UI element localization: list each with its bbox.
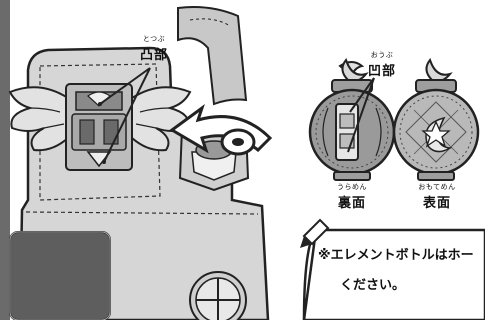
front-label: おもてめん 表面	[414, 182, 460, 211]
concave-pointer	[349, 77, 375, 113]
device-screen	[9, 231, 111, 320]
back-ruby: うらめん	[337, 183, 367, 191]
front-ruby: おもてめん	[418, 183, 456, 191]
convex-ruby: とつぶ	[142, 35, 166, 43]
convex-pointer	[103, 67, 151, 163]
concave-label: おうぶ 凹部	[362, 50, 402, 79]
bottle-front	[392, 57, 480, 181]
note-line-1: ※エレメントボトルはホー	[318, 248, 474, 263]
left-frame-strip	[0, 0, 10, 320]
note: ※エレメントボトルはホー ください。	[304, 222, 485, 320]
pencil-icon	[300, 218, 330, 248]
note-line-2: ください。	[340, 278, 406, 293]
concave-ruby: おうぶ	[370, 51, 394, 59]
convex-label: とつぶ 凸部	[134, 34, 174, 63]
rotate-arrow-icon	[169, 104, 273, 156]
concave-pointer	[347, 77, 375, 153]
convex-pointer	[99, 67, 151, 105]
device-mechanism	[65, 83, 133, 171]
concave-text: 凹部	[367, 64, 396, 79]
device-strap	[177, 6, 248, 106]
back-text: 裏面	[337, 196, 366, 211]
front-text: 表面	[422, 196, 451, 211]
back-label: うらめん 裏面	[332, 182, 372, 211]
convex-text: 凸部	[139, 48, 168, 63]
device-wings	[8, 86, 192, 152]
device-window	[189, 271, 247, 320]
